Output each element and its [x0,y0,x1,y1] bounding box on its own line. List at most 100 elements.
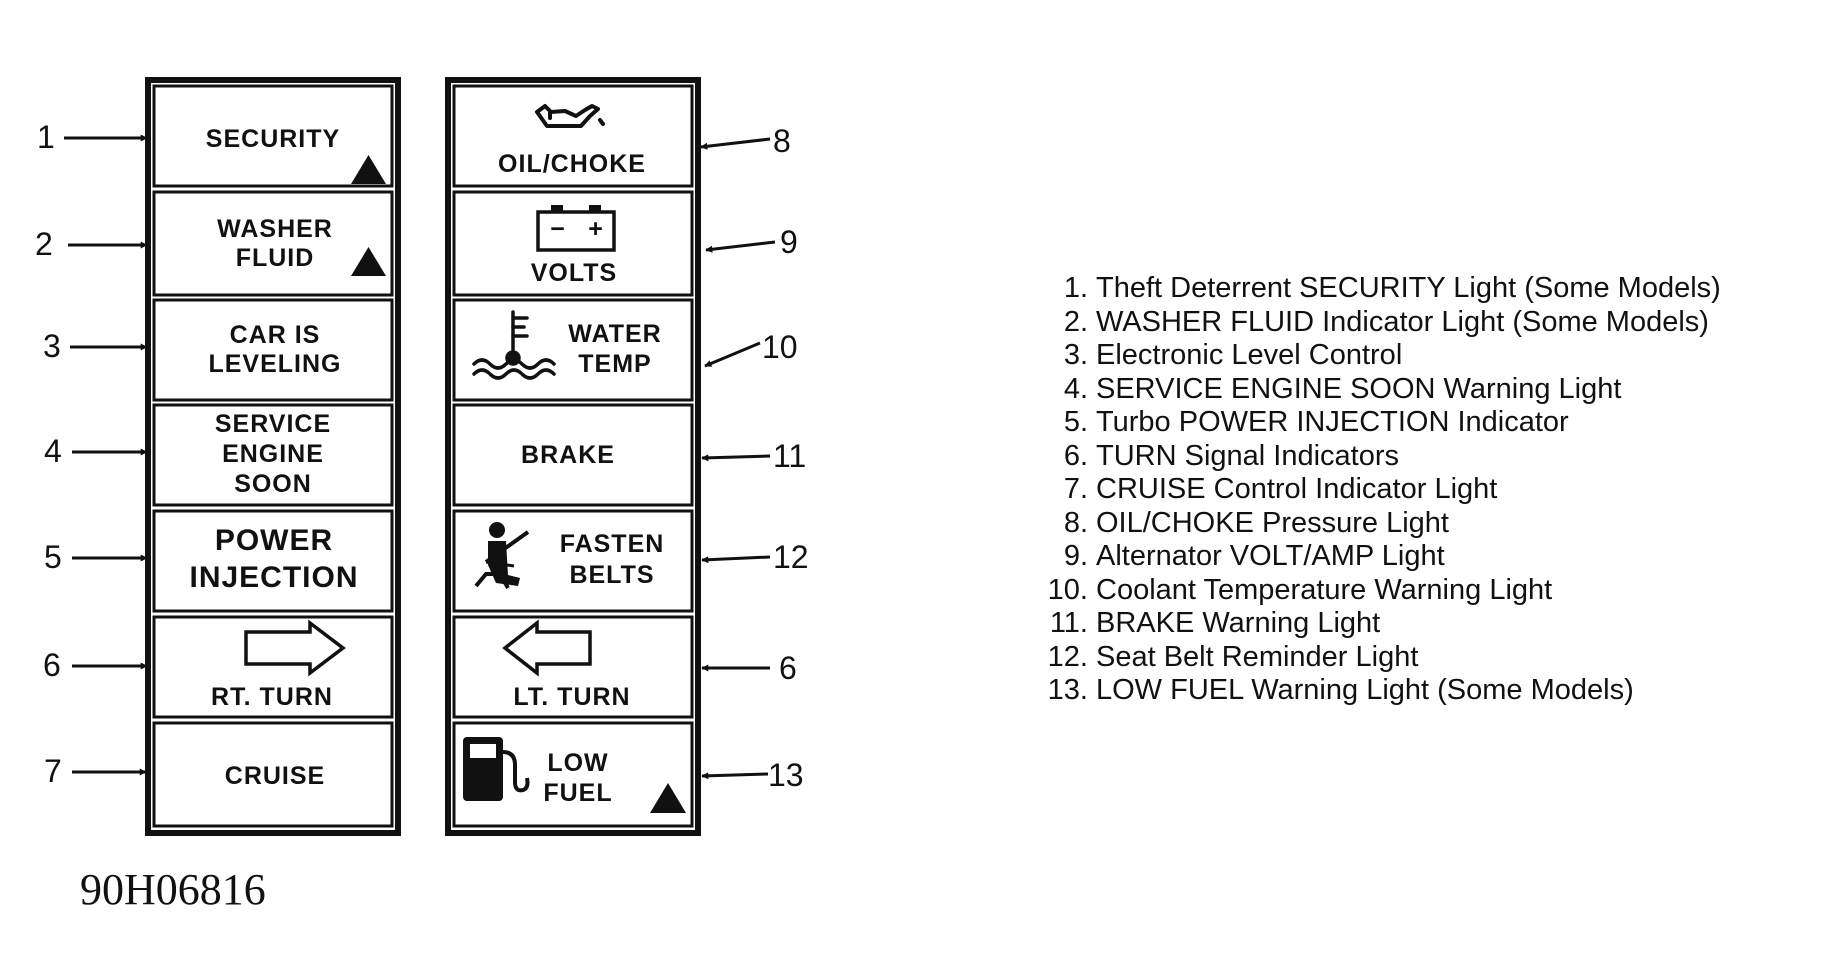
legend-text: CRUISE Control Indicator Light [1096,473,1498,505]
warning-triangle-icon [650,783,686,813]
legend-text: Turbo POWER INJECTION Indicator [1096,406,1569,438]
indicator-power-injection: POWER INJECTION [152,509,394,613]
coolant-temperature-icon [472,310,556,380]
indicator-brake: BRAKE [452,403,694,507]
indicator-left-turn: LT. TURN [452,615,694,719]
car-is-leveling-label-line2: LEVELING [208,350,341,378]
legend-number: 10. [1047,573,1088,606]
indicator-washer-fluid: WASHER FLUID [152,190,394,297]
legend-item: 7.CRUISE Control Indicator Light [1030,473,1721,507]
legend-number: 6. [1063,439,1088,472]
callout-arrow [701,555,771,564]
callout-number: 2 [35,226,53,262]
indicator-water-temp: WATER TEMP [452,298,694,402]
legend-item: 6.TURN Signal Indicators [1030,440,1721,474]
legend-number: 9. [1063,540,1088,572]
brake-label: BRAKE [521,441,615,469]
callouts-right: 8 9 10 11 12 6 13 [700,123,809,793]
legend-text: TURN Signal Indicators [1096,439,1399,472]
callout-arrow [701,772,769,780]
callout-number: 6 [779,650,797,686]
legend-number: 5. [1063,406,1088,438]
legend-number: 3. [1063,339,1088,371]
legend-text: Electronic Level Control [1096,339,1403,371]
legend-text: LOW FUEL Warning Light (Some Models) [1096,674,1634,706]
legend-number: 2. [1063,305,1088,338]
legend-item: 1.Theft Deterrent SECURITY Light (Some M… [1030,272,1721,306]
callout-number: 8 [773,123,791,159]
water-temp-label-line2: TEMP [578,350,651,378]
security-label: SECURITY [206,125,340,153]
legend-number: 4. [1063,372,1088,405]
callout-number: 11 [773,438,806,474]
callout-number: 6 [43,647,61,683]
callout-number: 5 [44,539,62,575]
battery-minus-symbol: − [550,215,566,243]
indicator-oil-choke: OIL/CHOKE [452,84,694,188]
indicator-low-fuel: LOW FUEL [452,721,694,828]
legend-item: 3.Electronic Level Control [1030,339,1721,373]
legend-number: 11. [1049,607,1088,639]
battery-plus-symbol: + [588,215,604,243]
indicator-service-engine-soon: SERVICE ENGINE SOON [152,403,394,507]
indicator-fasten-belts: FASTEN BELTS [452,509,694,613]
indicator-volts: − + VOLTS [452,190,694,297]
service-engine-soon-label-line1: SERVICE [215,410,331,438]
callout-number: 7 [44,753,62,789]
oil-choke-label: OIL/CHOKE [498,150,646,178]
legend-item: 2.WASHER FLUID Indicator Light (Some Mod… [1030,306,1721,340]
right-turn-label: RT. TURN [211,683,333,711]
car-is-leveling-label-line1: CAR IS [230,321,321,349]
legend-text: WASHER FLUID Indicator Light (Some Model… [1096,305,1709,338]
legend-text: BRAKE Warning Light [1096,607,1381,639]
legend-item: 11.BRAKE Warning Light [1030,607,1721,641]
power-injection-label-line2: INJECTION [189,561,358,594]
callout-number: 9 [780,224,798,260]
washer-fluid-label-line2: FLUID [236,244,315,272]
water-temp-label-line1: WATER [568,320,661,348]
indicator-cruise: CRUISE [152,721,394,828]
washer-fluid-label-line1: WASHER [217,215,333,243]
legend-text: Seat Belt Reminder Light [1096,640,1419,673]
legend-item: 10.Coolant Temperature Warning Light [1030,574,1721,608]
legend: 1.Theft Deterrent SECURITY Light (Some M… [1030,272,1721,708]
legend-text: Coolant Temperature Warning Light [1096,573,1553,606]
power-injection-label-line1: POWER [215,524,333,557]
legend-item: 12.Seat Belt Reminder Light [1030,641,1721,675]
callouts-left: 1 2 3 4 5 6 7 [35,119,148,789]
left-arrow-icon [502,619,592,677]
legend-number: 13. [1047,674,1088,706]
left-panel-frame [145,77,401,836]
callout-number: 1 [37,119,55,155]
right-panel-frame [445,77,701,836]
legend-item: 8.OIL/CHOKE Pressure Light [1030,507,1721,541]
callout-arrow [701,454,771,462]
cruise-label: CRUISE [225,762,325,790]
left-turn-label: LT. TURN [513,683,630,711]
callout-number: 13 [768,757,804,793]
callout-number: 4 [44,433,62,469]
legend-text: Theft Deterrent SECURITY Light (Some Mod… [1096,272,1721,304]
callout-arrow [700,137,771,150]
service-engine-soon-label-line2: ENGINE [222,440,324,468]
warning-triangle-icon [351,247,386,276]
low-fuel-label-line2: FUEL [543,779,612,807]
indicator-right-turn: RT. TURN [152,615,394,719]
warning-triangle-icon [351,155,386,184]
right-arrow-icon [244,619,346,677]
callout-number: 12 [773,539,809,575]
low-fuel-label-line1: LOW [547,749,608,777]
fasten-belts-label-line2: BELTS [569,561,654,589]
seatbelt-icon [474,522,530,589]
callout-arrow [704,341,761,368]
legend-item: 4.SERVICE ENGINE SOON Warning Light [1030,373,1721,407]
volts-label: VOLTS [531,259,617,287]
legend-item: 13.LOW FUEL Warning Light (Some Models) [1030,674,1721,708]
service-engine-soon-label-line3: SOON [234,470,312,498]
fasten-belts-label-line1: FASTEN [560,530,665,558]
legend-number: 1. [1063,272,1088,304]
legend-text: SERVICE ENGINE SOON Warning Light [1096,372,1622,405]
legend-number: 7. [1063,473,1088,505]
legend-number: 12. [1047,640,1088,673]
callout-number: 10 [762,329,798,365]
